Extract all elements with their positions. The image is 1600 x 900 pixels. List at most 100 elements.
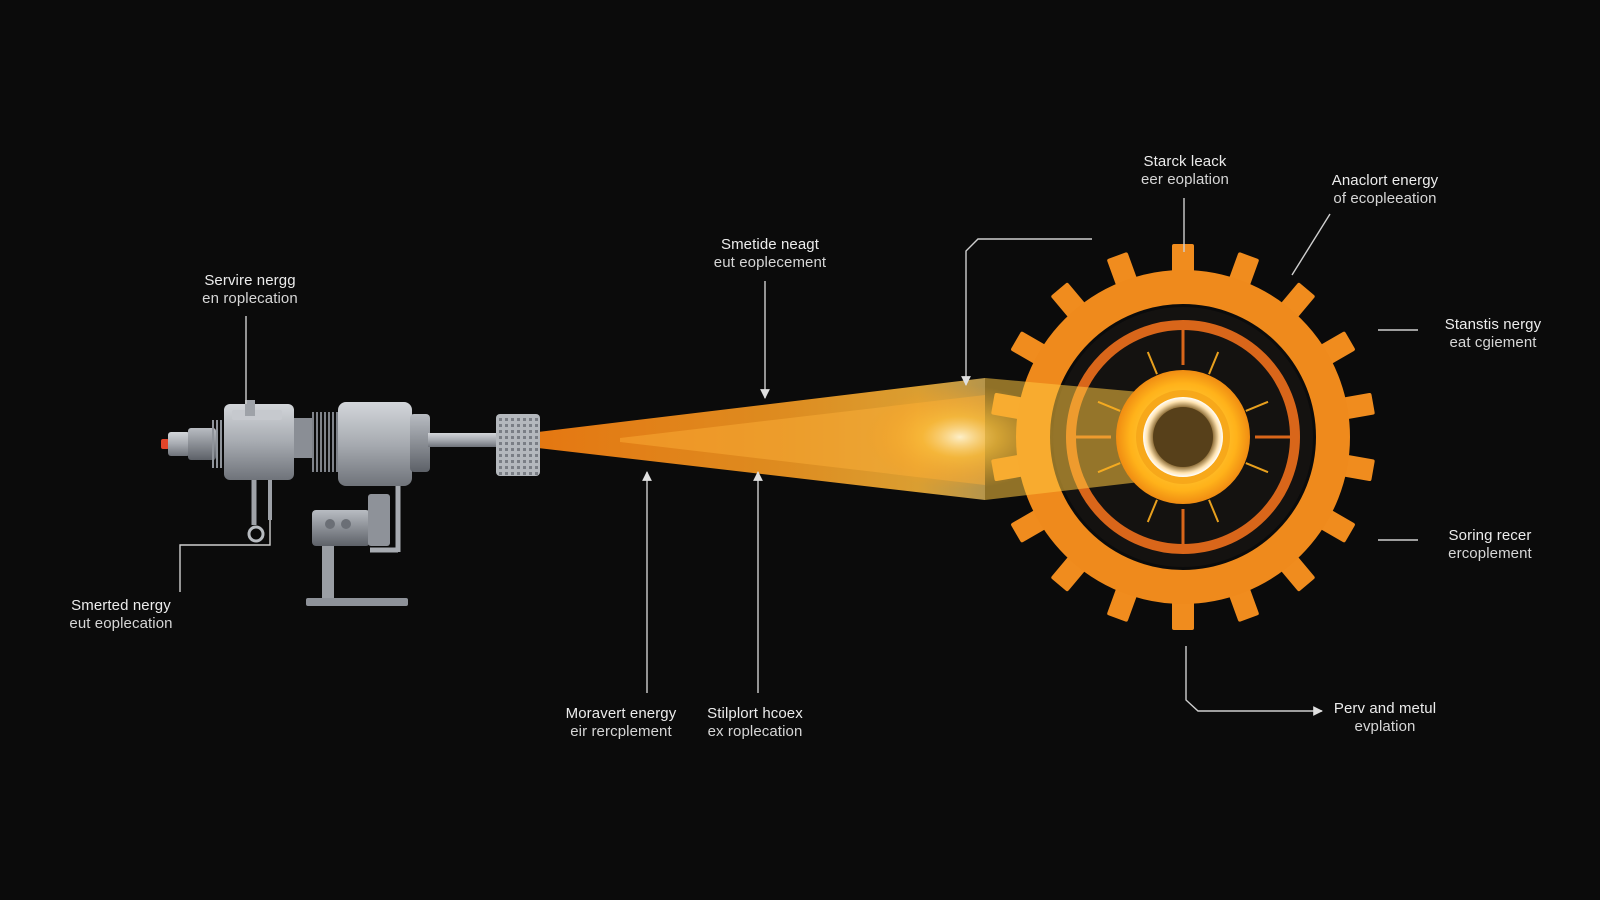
beam-overlay [985,378,1140,500]
knurl-dot [529,430,532,433]
knurl-dot [499,472,502,475]
knurl-dot [529,466,532,469]
knurl-dot [535,466,538,469]
machine-rib [312,412,314,472]
knurl-dot [529,472,532,475]
knurl-dot [517,454,520,457]
knurl-dot [517,436,520,439]
knurl-dot [523,436,526,439]
label-gear-right-upper: Stanstis nergy eat cgiement [1418,316,1568,352]
knurl-dot [517,418,520,421]
knurl-dot [529,448,532,451]
knurl-dot [529,460,532,463]
label-machine-bottom-line2: eut eoplecation [69,615,173,632]
knurl-dot [511,424,514,427]
knurl-dot [499,424,502,427]
leader-lines [179,198,1418,716]
knurl-dot [517,472,520,475]
knurl-dot [505,424,508,427]
knurl-dot [529,436,532,439]
knurl-dot [499,430,502,433]
energy-beam-icon [538,378,1055,500]
label-beam-top-line1: Smetide neagt [720,236,820,253]
knurl-dot [505,442,508,445]
knurl-dot [499,448,502,451]
core-ray [1245,462,1269,474]
knurl-dot [505,454,508,457]
knurl-dot [523,430,526,433]
machine-rib [336,412,338,472]
knurl-dot [523,454,526,457]
machine-rib [220,420,222,468]
label-beam-bottom-left-line2: eir rercplement [570,723,672,740]
label-gear-bottom-line2: evplation [1354,718,1416,735]
label-gear-right-lower: Soring recer ercoplement [1415,527,1565,563]
machine-rib [320,412,322,472]
label-gear-bottom: Perv and metul evplation [1310,700,1460,736]
knurl-dot [517,442,520,445]
knurl-dot [529,418,532,421]
knurl-dot [505,472,508,475]
core-ray [1208,351,1220,375]
label-machine-top-line2: en roplecation [202,290,298,307]
knurl-dot [505,460,508,463]
knurl-dot [523,466,526,469]
label-gear-top-line2: eer eoplation [1140,171,1230,188]
knurl-dot [535,454,538,457]
knurl-dot [499,466,502,469]
machine-rib [212,420,214,468]
knurl-dot [535,436,538,439]
knurl-dot [499,418,502,421]
knurl-dot [535,442,538,445]
knurl-dot [535,460,538,463]
knurl-dot [535,430,538,433]
knurl-dot [523,442,526,445]
knurl-dot [517,466,520,469]
knurl-dot [517,424,520,427]
knurl-dot [511,430,514,433]
energy-emitter-machine-icon [161,400,540,606]
knurl-dot [511,460,514,463]
knurl-dot [523,460,526,463]
knurl-dot [517,430,520,433]
label-machine-top-line1: Servire nergg [204,272,296,289]
knurl-dot [535,424,538,427]
knurl-dot [511,436,514,439]
knurl-dot [535,418,538,421]
machine-rib [316,412,318,472]
label-machine-bottom: Smerted nergy eut eoplecation [46,597,196,633]
label-gear-top-right-line1: Anaclort energy [1331,172,1439,189]
knurl-dot [511,442,514,445]
knurl-dot [523,472,526,475]
label-beam-bottom-left-line1: Moravert energy [565,705,677,722]
knurl-dot [505,430,508,433]
knurl-dot [505,466,508,469]
machine-rib [332,412,334,472]
knurl-dot [523,424,526,427]
core-ray [1146,499,1158,523]
label-gear-right-upper-line1: Stanstis nergy [1444,316,1542,333]
knurl-dot [511,454,514,457]
label-gear-top-right: Anaclort energy of ecopleeation [1310,172,1460,208]
knurl-dot [499,454,502,457]
knurl-dot [505,436,508,439]
label-beam-top: Smetide neagt eut eoplecement [690,236,850,272]
label-gear-bottom-line1: Perv and metul [1333,700,1437,717]
knurl-dot [535,448,538,451]
core-ray [1097,462,1121,474]
label-gear-top-line1: Starck leack [1143,153,1227,170]
label-beam-bottom-left: Moravert energy eir rercplement [551,705,691,741]
knurl-dot [529,442,532,445]
label-gear-top-right-line2: of ecopleeation [1333,190,1437,207]
label-gear-right-upper-line2: eat cgiement [1449,334,1537,351]
knurl-dot [511,472,514,475]
knurl-dot [499,436,502,439]
knurl-dot [505,418,508,421]
core-ray [1245,400,1269,412]
knurl-dot [505,448,508,451]
label-machine-top: Servire nergg en roplecation [170,272,330,308]
label-beam-bottom-right-line2: ex roplecation [707,723,803,740]
knurl-dot [499,460,502,463]
knurl-dot [511,418,514,421]
label-beam-bottom-right-line1: Stilplort hcoex [707,705,803,722]
